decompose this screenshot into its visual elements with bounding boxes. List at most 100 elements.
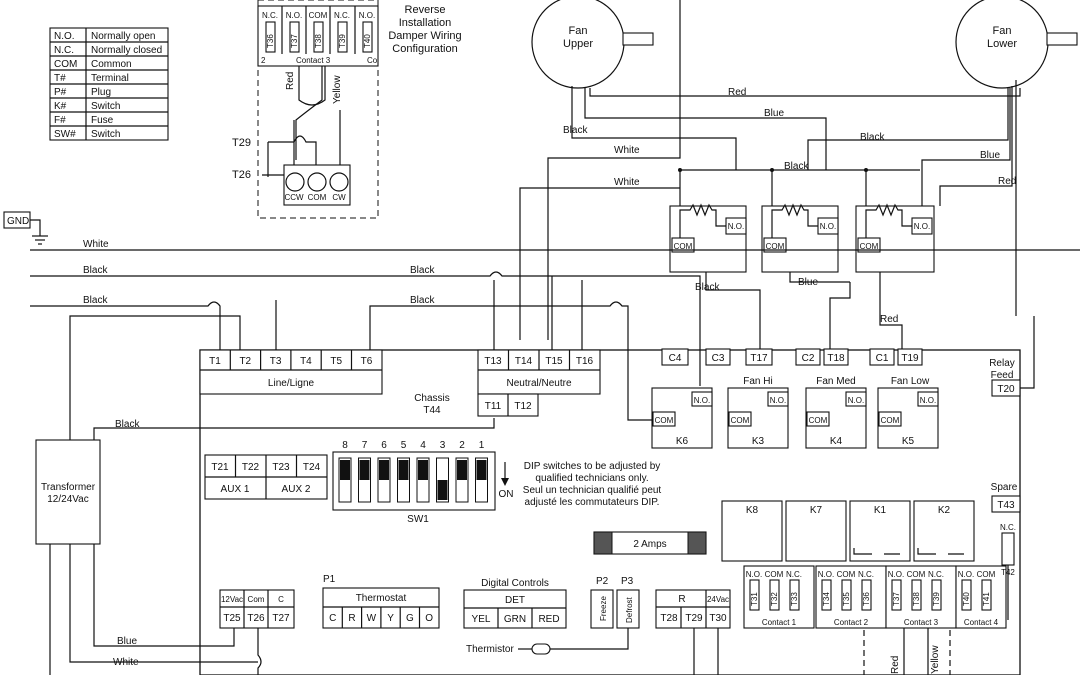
chassis-label: Chassis — [414, 393, 450, 404]
contact-term-num: T35 — [842, 592, 851, 606]
dip-switch-2[interactable] — [457, 460, 467, 480]
p3-label: P3 — [621, 576, 634, 587]
neutral-term-t14: T14 — [515, 356, 533, 367]
contact-term-num: T33 — [790, 592, 799, 606]
wire-black-line-3: Black — [83, 295, 108, 306]
contact-term-num: T39 — [932, 592, 941, 606]
dip-switch-4[interactable] — [418, 460, 428, 480]
dip-num-5: 5 — [401, 440, 407, 451]
fan-motor: Fan Upper Fan Lower — [531, 0, 1078, 89]
rev-red-wire-label: Red — [285, 72, 296, 90]
digital-title: Digital Controls — [481, 578, 549, 589]
relay-k4-label: K4 — [830, 436, 843, 447]
line-term-t1: T1 — [209, 356, 221, 367]
legend-abbr: F# — [54, 115, 66, 126]
dip-switch-7[interactable] — [359, 460, 370, 480]
freeze-label: Freeze — [599, 596, 608, 621]
rev-title-3: Damper Wiring — [388, 30, 461, 42]
wire-blue-1: Blue — [764, 108, 784, 119]
relay-k8-label: K8 — [746, 505, 759, 516]
legend-meaning: Fuse — [91, 115, 114, 126]
fan-lower-label-1: Fan — [993, 25, 1012, 37]
wire-white-2: White — [614, 177, 640, 188]
p1-label: P1 — [323, 574, 336, 585]
relay-no-label: N.O. — [694, 396, 710, 405]
wire-blue-2: Blue — [980, 150, 1000, 161]
relay-com-label: COM — [881, 416, 900, 425]
rev-term-label: N.C. — [262, 11, 278, 20]
ground-and-line-wires: GND White Black Black Black Black Black — [3, 211, 1080, 440]
rev-right-num: Co — [367, 56, 378, 65]
legend-abbr: N.C. — [54, 45, 74, 56]
dip-switch-6[interactable] — [379, 460, 389, 480]
dip-switch-3[interactable] — [437, 480, 448, 500]
sw1-label: SW1 — [407, 514, 429, 525]
p2-label: P2 — [596, 576, 609, 587]
power-terminal-block: 12Vac Com C T25 T26 T27 — [219, 589, 295, 629]
relay-no-label: N.O. — [770, 396, 786, 405]
fan-low-label: Fan Low — [891, 376, 930, 387]
dip-num-4: 4 — [420, 440, 426, 451]
fuse-2a: 2 Amps — [593, 531, 707, 555]
contact-term-label: COM — [977, 570, 996, 579]
legend-meaning: Normally open — [91, 31, 155, 42]
contact-term-label: N.C. — [786, 570, 802, 579]
contact-3-label: Contact 3 — [904, 618, 939, 627]
no-label: N.O. — [820, 222, 836, 231]
contact-term-label: N.C. — [858, 570, 874, 579]
t30-label: T30 — [709, 613, 727, 624]
dip-num-1: 1 — [479, 440, 485, 451]
aux-term-t21: T21 — [211, 462, 229, 473]
dip-switch-8[interactable] — [340, 460, 350, 480]
dip-switch-1[interactable] — [476, 460, 487, 480]
relay-k5-label: K5 — [902, 436, 915, 447]
no-label: N.O. — [914, 222, 930, 231]
cap-term-t18: T18 — [827, 353, 845, 364]
thermostat-title: Thermostat — [356, 593, 407, 604]
dip-note-4: adjusté les commutateurs DIP. — [525, 497, 660, 508]
thermostat-term-c: C — [329, 613, 336, 624]
rev-title-4: Configuration — [392, 43, 457, 55]
rev-term-num: T36 — [266, 34, 275, 48]
wire-red-2: Red — [998, 176, 1016, 187]
rev-left-num: 2 — [261, 56, 266, 65]
fan-upper-label-2: Upper — [563, 38, 593, 50]
wire-black-line-4: Black — [410, 295, 435, 306]
dip-switch-5[interactable] — [398, 460, 409, 480]
fuse-label: 2 Amps — [633, 539, 666, 550]
legend-abbr: COM — [54, 59, 77, 70]
t28-label: T28 — [660, 613, 678, 624]
contact-term-label: N.O. — [888, 570, 904, 579]
neutral-term-t16: T16 — [576, 356, 594, 367]
contact-term-label: N.O. — [818, 570, 834, 579]
legend-abbr: SW# — [54, 129, 76, 140]
wire-white-line: White — [83, 239, 109, 250]
dip-note-2: qualified technicians only. — [535, 473, 648, 484]
t25-label: T25 — [223, 613, 241, 624]
line-term-t4: T4 — [300, 356, 312, 367]
r-label: R — [678, 594, 685, 605]
relay-feed-label-1: Relay — [989, 358, 1015, 369]
rev-term-label: N.O. — [286, 11, 302, 20]
legend-meaning: Switch — [91, 101, 120, 112]
wire-black-4: Black — [695, 282, 720, 293]
contact-term-num: T38 — [912, 592, 921, 606]
digital-term-grn: GRN — [504, 614, 526, 625]
t11-label: T11 — [485, 401, 502, 412]
relay-com-label: COM — [731, 416, 750, 425]
rev-term-label: N.C. — [334, 11, 350, 20]
digital-term-red: RED — [538, 614, 559, 625]
fan-wires: Red Blue Black Black White Blue Black Wh… — [519, 0, 1021, 340]
thermistor-label: Thermistor — [466, 644, 514, 655]
gnd-label: GND — [7, 216, 29, 227]
dip-num-3: 3 — [440, 440, 446, 451]
freeze-defrost-plugs: P2 P3 Freeze Defrost Thermistor — [466, 576, 640, 655]
contact-term-num: T36 — [862, 592, 871, 606]
wire-black-line-2: Black — [410, 265, 435, 276]
